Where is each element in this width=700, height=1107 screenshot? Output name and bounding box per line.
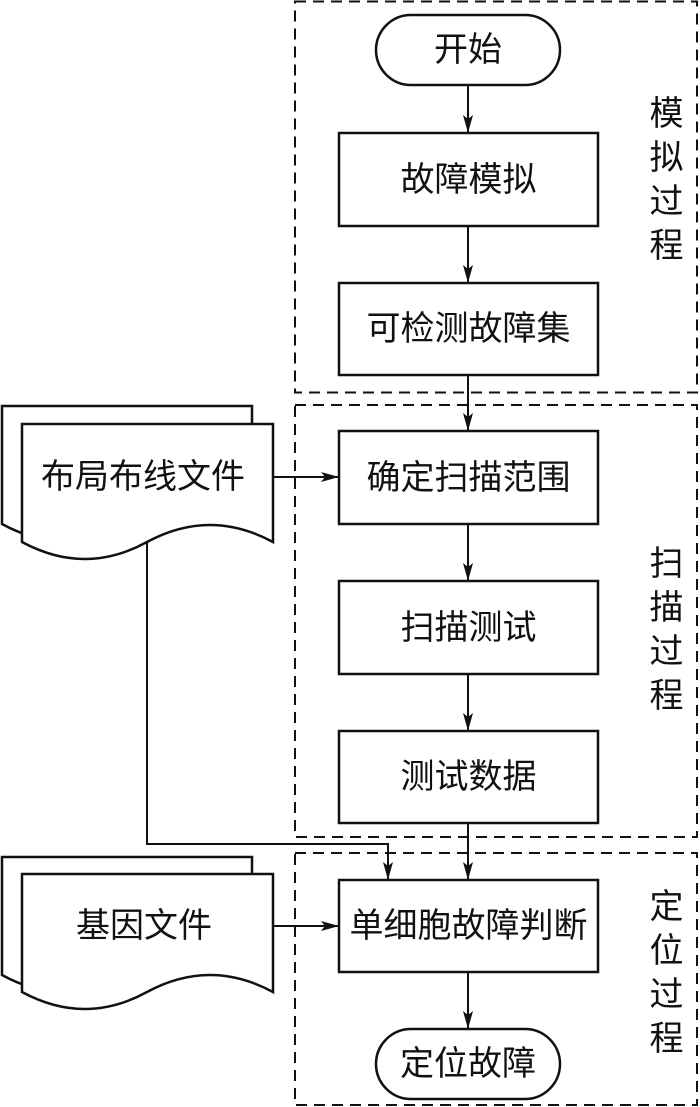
node-determine-scan-range (337, 429, 600, 526)
node-fault-simulation-label: 故障模拟 (401, 160, 537, 200)
node-test-data-label: 测试数据 (401, 757, 537, 797)
node-detectable-fault-set-label: 可检测故障集 (367, 309, 571, 349)
node-fault-simulation (337, 131, 600, 228)
stage-simulation-container (294, 0, 698, 394)
stage-locate-label: 定位过程 (643, 888, 683, 1064)
document-layout-routing-file-label: 布局布线文件 (41, 457, 245, 497)
node-determine-scan-range-label: 确定扫描范围 (367, 458, 571, 498)
stage-scan-label: 扫描过程 (643, 545, 683, 721)
stage-scan-container (294, 404, 698, 838)
node-single-cell-fault-judgment-label: 单细胞故障判断 (350, 906, 588, 946)
node-locate-fault-label: 定位故障 (400, 1044, 536, 1084)
document-front-page (20, 422, 275, 561)
edge-layout-file-to-single-cell-judgment (146, 542, 393, 880)
node-detectable-fault-set (337, 281, 600, 377)
node-single-cell-fault-judgment (337, 878, 600, 974)
node-scan-test (337, 579, 600, 676)
stage-simulation-label: 模拟过程 (643, 95, 683, 271)
document-gene-file-label: 基因文件 (76, 906, 212, 946)
document-gene-file (0, 855, 275, 1011)
document-front-page (20, 872, 275, 1011)
document-layout-routing-file (0, 404, 275, 561)
node-start (374, 13, 562, 87)
node-scan-test-label: 扫描测试 (401, 608, 537, 648)
node-start-label: 开始 (434, 30, 502, 70)
stage-locate-container (294, 852, 698, 1106)
node-locate-fault (374, 1027, 562, 1101)
node-test-data (337, 729, 600, 825)
